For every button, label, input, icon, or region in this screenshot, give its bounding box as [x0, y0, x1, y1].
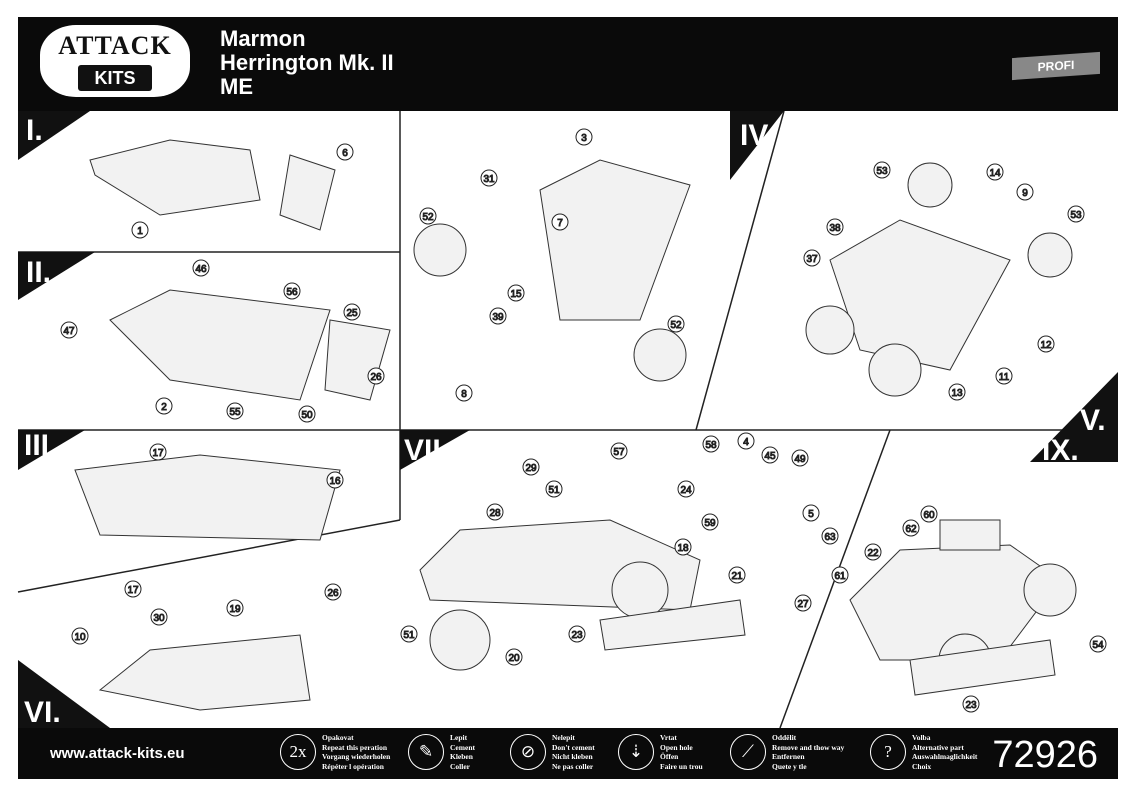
svg-text:22: 22	[867, 548, 879, 559]
no-cement-icon: ⊘	[510, 734, 546, 770]
svg-text:2: 2	[161, 402, 167, 413]
svg-text:39: 39	[492, 312, 504, 323]
svg-text:21: 21	[731, 571, 743, 582]
svg-text:46: 46	[195, 264, 207, 275]
svg-text:60: 60	[923, 510, 935, 521]
website-link[interactable]: www.attack-kits.eu	[50, 745, 185, 762]
svg-text:3: 3	[581, 133, 587, 144]
svg-text:28: 28	[489, 508, 501, 519]
svg-text:6: 6	[342, 148, 348, 159]
svg-text:47: 47	[63, 326, 75, 337]
title-line: Herrington Mk. II	[220, 50, 394, 75]
svg-text:49: 49	[794, 454, 806, 465]
repeat-2x-icon: 2x	[280, 734, 316, 770]
svg-text:54: 54	[1092, 640, 1104, 651]
svg-text:4: 4	[743, 437, 749, 448]
svg-text:38: 38	[829, 223, 841, 234]
svg-text:53: 53	[1070, 210, 1082, 221]
svg-text:50: 50	[301, 410, 313, 421]
svg-text:59: 59	[704, 518, 716, 529]
kit-title: Marmon Herrington Mk. II ME	[220, 27, 394, 99]
svg-text:61: 61	[834, 571, 846, 582]
svg-text:26: 26	[327, 588, 339, 599]
svg-text:51: 51	[548, 485, 560, 496]
step-labels: I. II. III. IV. V. IX. VI. VII.	[18, 111, 1118, 729]
svg-text:30: 30	[153, 613, 165, 624]
title-line: Marmon	[220, 26, 306, 51]
svg-text:IX.: IX.	[1042, 434, 1079, 467]
attack-kits-logo: ATTACK KITS	[40, 25, 190, 97]
svg-text:5: 5	[808, 509, 814, 520]
svg-text:16: 16	[329, 476, 341, 487]
svg-text:VI.: VI.	[24, 696, 61, 729]
svg-text:13: 13	[951, 388, 963, 399]
part-callouts: 1 6 46 56 47 25 26 2 55 50 17 16 17 3 31…	[60, 128, 1107, 713]
svg-text:17: 17	[127, 585, 139, 596]
svg-text:63: 63	[824, 532, 836, 543]
svg-text:57: 57	[613, 447, 625, 458]
svg-text:III.: III.	[24, 429, 57, 462]
svg-text:V.: V.	[1080, 404, 1106, 437]
svg-text:18: 18	[677, 543, 689, 554]
svg-text:52: 52	[670, 320, 682, 331]
svg-text:58: 58	[705, 440, 717, 451]
svg-text:37: 37	[806, 254, 818, 265]
svg-text:51: 51	[403, 630, 415, 641]
drill-icon: ⇣	[618, 734, 654, 770]
header-bar: ATTACK KITS Marmon Herrington Mk. II ME …	[18, 17, 1118, 111]
svg-text:62: 62	[905, 524, 917, 535]
svg-text:7: 7	[557, 218, 563, 229]
svg-text:10: 10	[74, 632, 86, 643]
title-line: ME	[220, 74, 253, 99]
svg-text:29: 29	[525, 463, 537, 474]
svg-text:17: 17	[152, 448, 164, 459]
svg-text:23: 23	[965, 700, 977, 711]
kit-number: 72926	[992, 734, 1098, 776]
svg-text:IV.: IV.	[740, 119, 774, 152]
svg-text:24: 24	[680, 485, 692, 496]
panel-dividers	[17, 110, 1118, 729]
svg-text:12: 12	[1040, 340, 1052, 351]
svg-text:11: 11	[999, 372, 1010, 383]
svg-text:55: 55	[229, 407, 241, 418]
svg-text:I.: I.	[26, 114, 43, 147]
svg-text:8: 8	[461, 389, 467, 400]
svg-text:23: 23	[571, 630, 583, 641]
cement-icon: ✎	[408, 734, 444, 770]
svg-text:20: 20	[508, 653, 520, 664]
svg-text:52: 52	[422, 212, 434, 223]
svg-text:1: 1	[137, 226, 143, 237]
svg-text:19: 19	[229, 604, 241, 615]
svg-text:15: 15	[510, 289, 522, 300]
svg-text:45: 45	[764, 451, 776, 462]
svg-text:31: 31	[483, 174, 495, 185]
logo-text: ATTACK	[58, 31, 172, 60]
logo-subtext: KITS	[78, 65, 152, 91]
knife-icon: ⟋	[730, 734, 766, 770]
svg-text:9: 9	[1022, 188, 1028, 199]
svg-text:56: 56	[286, 287, 298, 298]
svg-text:53: 53	[876, 166, 888, 177]
svg-text:II.: II.	[26, 256, 51, 289]
question-icon: ?	[870, 734, 906, 770]
svg-text:25: 25	[346, 308, 358, 319]
svg-text:27: 27	[797, 599, 809, 610]
svg-text:14: 14	[989, 168, 1001, 179]
svg-text:VII.: VII.	[404, 434, 449, 467]
svg-text:26: 26	[370, 372, 382, 383]
part-drawings	[74, 139, 1077, 711]
